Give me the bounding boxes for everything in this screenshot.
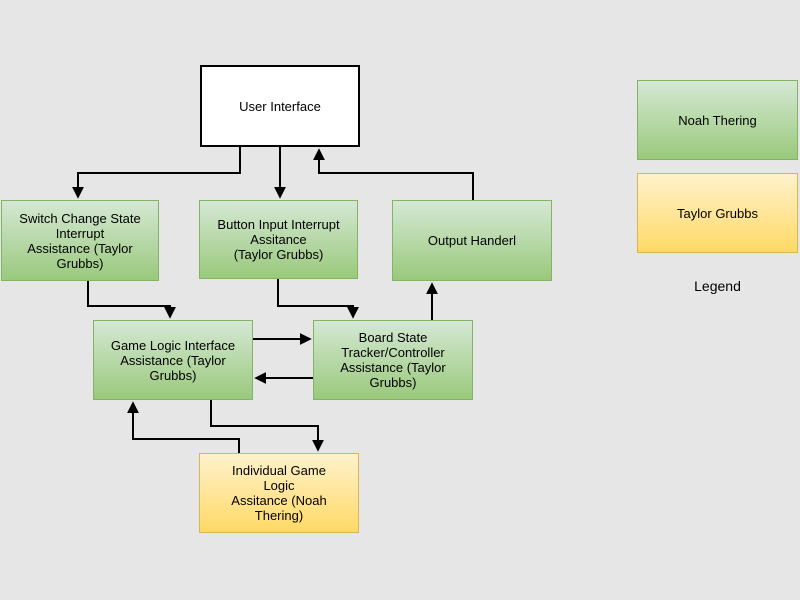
node-game-logic-interface-label: Game Logic Interface Assistance (Taylor … <box>110 337 236 383</box>
node-user-interface-label: User Interface <box>239 98 321 114</box>
node-individual-game-logic: Individual Game Logic Assitance (Noah Th… <box>199 453 359 533</box>
node-board-state-tracker: Board State Tracker/Controller Assistanc… <box>313 320 473 400</box>
node-game-logic-interface: Game Logic Interface Assistance (Taylor … <box>93 320 253 400</box>
legend-item-taylor-grubbs-label: Taylor Grubbs <box>677 205 758 221</box>
node-individual-game-logic-label: Individual Game Logic Assitance (Noah Th… <box>231 463 327 523</box>
node-board-state-tracker-label: Board State Tracker/Controller Assistanc… <box>340 330 446 390</box>
legend-item-noah-thering-label: Noah Thering <box>678 112 757 128</box>
edge-ui-to-switch <box>72 147 241 199</box>
node-button-input-interrupt: Button Input Interrupt Assitance (Taylor… <box>199 200 358 279</box>
node-output-handler-label: Output Handerl <box>427 233 517 248</box>
node-switch-change-state: Switch Change State Interrupt Assistance… <box>1 200 159 281</box>
edge-output-to-ui <box>313 148 474 200</box>
legend-item-taylor-grubbs: Taylor Grubbs <box>637 173 798 253</box>
node-user-interface: User Interface <box>200 65 360 147</box>
edge-button-to-board <box>277 279 359 319</box>
legend-title: Legend <box>694 278 741 294</box>
node-switch-change-state-label: Switch Change State Interrupt Assistance… <box>19 210 141 271</box>
edge-individual-to-gamelogic <box>127 401 240 453</box>
node-output-handler: Output Handerl <box>392 200 552 281</box>
node-button-input-interrupt-label: Button Input Interrupt Assitance (Taylor… <box>217 217 340 262</box>
legend-item-noah-thering: Noah Thering <box>637 80 798 160</box>
edge-gamelogic-to-individual <box>210 400 324 452</box>
edge-switch-to-gamelogic <box>87 281 176 319</box>
